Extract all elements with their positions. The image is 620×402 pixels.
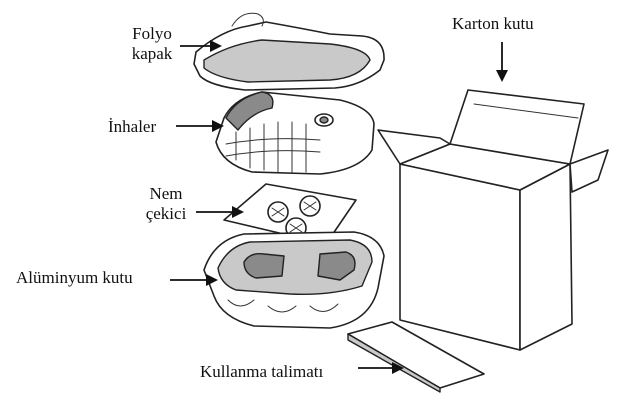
carton-box [377,89,609,351]
label-inhaler: İnhaler [108,117,157,136]
arrow-aluminium-tray [170,274,218,286]
label-kullanma-talimati: Kullanma talimatı [200,362,324,381]
label-nem-cekici-line1: Nem [149,184,183,203]
label-folyo-kapak-line1: Folyo [132,24,172,43]
label-nem-cekici: Nem çekici [136,184,196,224]
inhaler [215,91,375,175]
label-folyo-kapak: Folyo kapak [120,24,184,64]
arrow-carton-box [496,42,508,82]
label-nem-cekici-line2: çekici [145,204,187,223]
foil-lid [193,12,385,91]
aluminium-tray [203,231,385,329]
label-aluminyum-kutu: Alüminyum kutu [16,268,133,287]
label-folyo-kapak-line2: kapak [131,44,173,63]
arrow-foil-lid [180,40,222,52]
arrow-leaflet [358,362,404,374]
label-karton-kutu: Karton kutu [452,14,534,33]
arrow-inhaler [176,120,224,132]
arrow-desiccant [196,206,244,218]
